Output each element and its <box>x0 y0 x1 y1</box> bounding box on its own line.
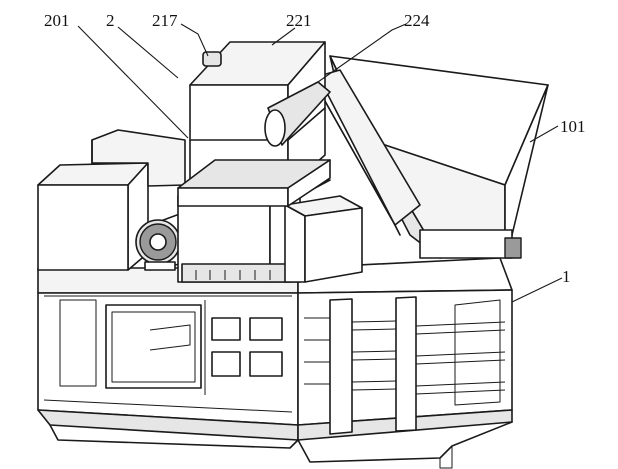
leader-224 <box>317 23 407 83</box>
label-101: 101 <box>560 117 586 136</box>
leader-lines <box>77 23 563 303</box>
left-frame-panels <box>43 295 293 413</box>
label-221: 221 <box>286 11 312 30</box>
label-201: 201 <box>44 11 70 30</box>
right-frame-slats <box>304 296 506 435</box>
leader-101 <box>529 125 559 143</box>
label-2: 2 <box>106 11 115 30</box>
reference-labels: 201 2 217 221 224 101 1 <box>44 11 586 286</box>
leader-201 <box>77 25 189 139</box>
label-217: 217 <box>152 11 178 30</box>
hopper <box>329 55 549 259</box>
leader-217 <box>180 23 209 57</box>
leader-2 <box>117 26 179 79</box>
leader-221 <box>271 27 296 46</box>
leader-1 <box>511 277 563 303</box>
label-1: 1 <box>562 267 571 286</box>
left-box <box>37 129 186 271</box>
upper-housing <box>177 41 331 207</box>
label-224: 224 <box>404 11 430 30</box>
side-box <box>284 195 363 283</box>
